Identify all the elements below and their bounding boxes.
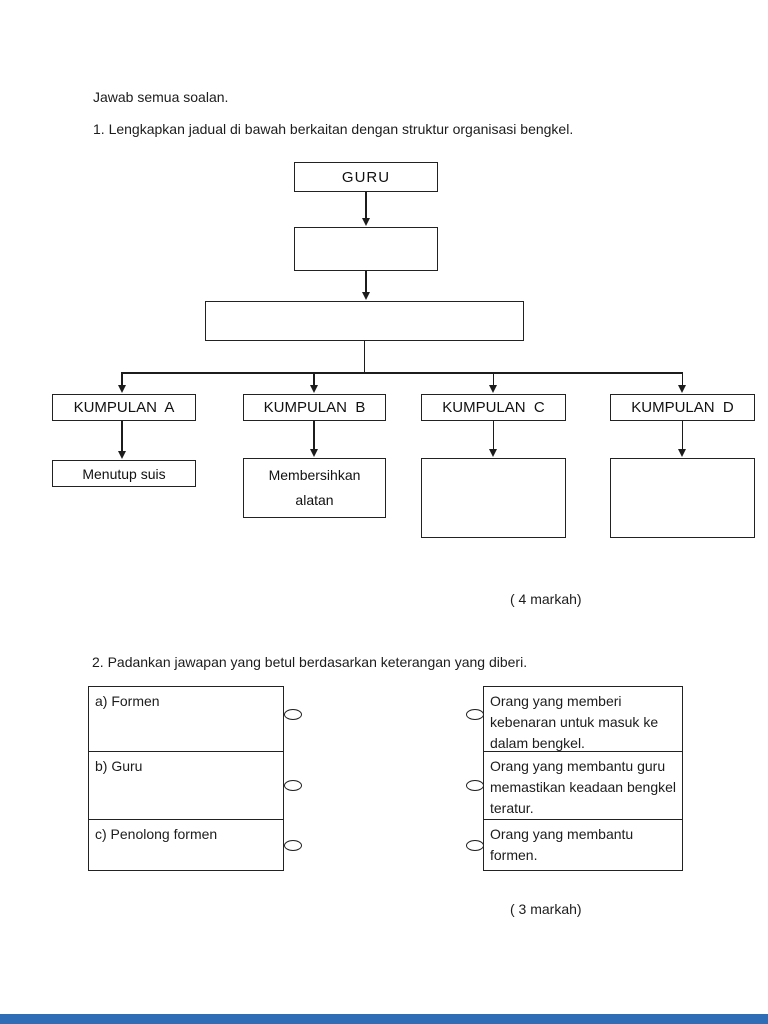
- arrow-down-icon: [309, 421, 319, 457]
- arrow-down-icon: [489, 421, 498, 457]
- match-anchor-oval: [466, 709, 484, 720]
- arrow-down-icon: [117, 372, 127, 393]
- org-box-kumpulan-a: KUMPULAN A: [52, 394, 196, 421]
- matching-left-label: c) Penolong formen: [95, 826, 218, 842]
- connector-line: [363, 341, 366, 372]
- bottom-page-edge-bar: [0, 1014, 768, 1024]
- question2-text: 2. Padankan jawapan yang betul berdasark…: [92, 654, 528, 670]
- matching-left-label: b) Guru: [95, 758, 143, 774]
- matching-left-item-b: b) Guru: [89, 752, 283, 820]
- task-box-a: Menutup suis: [52, 460, 196, 487]
- arrow-down-icon: [361, 271, 371, 300]
- matching-right-description: Orang yang membantu formen.: [490, 826, 634, 863]
- matching-right-description: Orang yang membantu guru memastikan kead…: [490, 758, 677, 816]
- matching-right-description: Orang yang memberi kebenaran untuk masuk…: [490, 693, 659, 751]
- matching-left-item-a: a) Formen: [89, 687, 283, 752]
- arrow-down-icon: [309, 372, 319, 393]
- question2-marks: ( 3 markah): [510, 901, 582, 917]
- match-anchor-oval: [466, 780, 484, 791]
- question1-marks: ( 4 markah): [510, 591, 582, 607]
- task-box-d-answer: [610, 458, 755, 538]
- matching-left-table: a) Formen b) Guru c) Penolong formen: [88, 686, 284, 871]
- org-box-kumpulan-c: KUMPULAN C: [421, 394, 566, 421]
- match-anchor-oval: [284, 709, 302, 720]
- matching-left-label: a) Formen: [95, 693, 160, 709]
- matching-right-table: Orang yang memberi kebenaran untuk masuk…: [483, 686, 683, 871]
- matching-right-item-3: Orang yang membantu formen.: [484, 820, 682, 870]
- arrow-down-icon: [678, 372, 687, 393]
- instruction-text: Jawab semua soalan.: [93, 89, 229, 105]
- connector-line: [121, 372, 683, 374]
- org-box-level3-answer: [205, 301, 524, 341]
- arrow-down-icon: [361, 192, 371, 226]
- arrow-down-icon: [489, 372, 498, 393]
- matching-left-item-c: c) Penolong formen: [89, 820, 283, 870]
- match-anchor-oval: [284, 840, 302, 851]
- task-box-c-answer: [421, 458, 566, 538]
- task-box-b: Membersihkan alatan: [243, 458, 386, 518]
- org-box-kumpulan-d: KUMPULAN D: [610, 394, 755, 421]
- arrow-down-icon: [678, 421, 687, 457]
- question1-text: 1. Lengkapkan jadual di bawah berkaitan …: [93, 121, 574, 137]
- match-anchor-oval: [466, 840, 484, 851]
- arrow-down-icon: [117, 421, 127, 459]
- matching-right-item-2: Orang yang membantu guru memastikan kead…: [484, 752, 682, 820]
- org-box-kumpulan-b: KUMPULAN B: [243, 394, 386, 421]
- org-box-level2-answer: [294, 227, 438, 271]
- match-anchor-oval: [284, 780, 302, 791]
- matching-right-item-1: Orang yang memberi kebenaran untuk masuk…: [484, 687, 682, 752]
- org-box-guru: GURU: [294, 162, 438, 192]
